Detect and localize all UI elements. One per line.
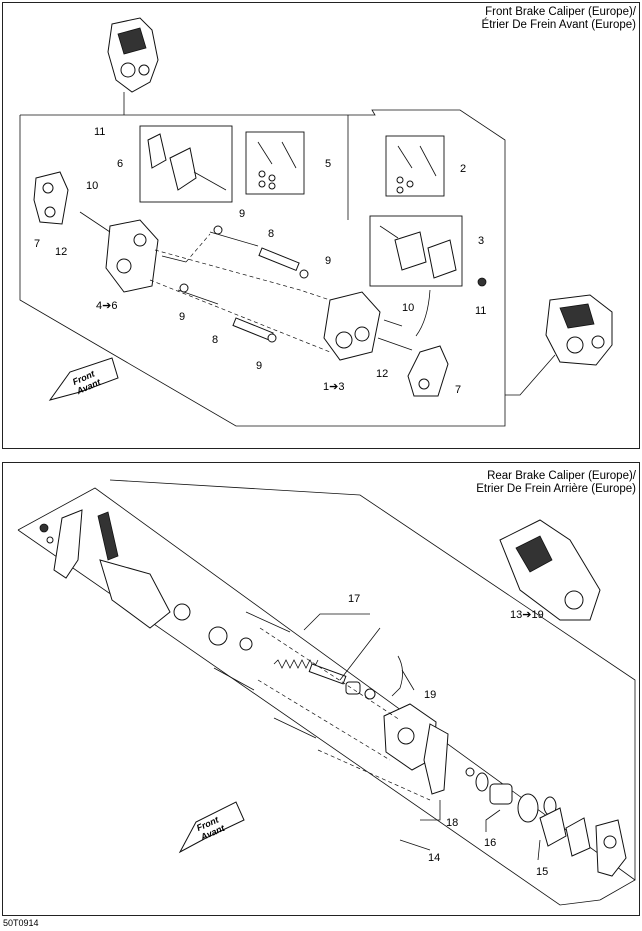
callout-4-to-6: 4➔6	[96, 300, 118, 312]
callout-14: 14	[428, 852, 441, 864]
front-title-line-2: Étrier De Frein Avant (Europe)	[481, 19, 636, 31]
rear-title-line-1: Rear Brake Caliper (Europe)/	[487, 470, 636, 482]
callout-5: 5	[325, 158, 332, 170]
rear-caliper-thumbnail	[499, 519, 601, 621]
callout-2: 2	[460, 163, 467, 175]
front-caliper-right-thumbnail	[545, 294, 613, 366]
rear-brake-caliper-panel	[2, 462, 640, 916]
callout-11: 11	[94, 126, 106, 138]
rear-title-line-2: Etrier De Frein Arrière (Europe)	[476, 483, 636, 495]
rear-caliper-body	[383, 703, 449, 795]
callout-9: 9	[325, 255, 332, 267]
rear-panel-title: Rear Brake Caliper (Europe)/ Etrier De F…	[476, 470, 636, 496]
callout-12: 12	[55, 246, 68, 258]
return-spring	[273, 659, 319, 669]
rear-brake-pads	[539, 807, 591, 857]
front-panel-title: Front Brake Caliper (Europe)/ Étrier De …	[482, 6, 636, 32]
rear-master-cylinder	[39, 509, 253, 651]
callout-8: 8	[268, 228, 275, 240]
callout-3: 3	[478, 235, 485, 247]
callout-9: 9	[256, 360, 263, 372]
callout-15: 15	[536, 866, 549, 878]
pin-kit-box-5	[245, 131, 305, 195]
pad-kit-box-3	[369, 215, 463, 287]
callout-1-to-3: 1➔3	[323, 381, 345, 393]
callout-13-to-19: 13➔19	[510, 609, 544, 621]
piston-seals	[465, 767, 557, 823]
callout-11: 11	[475, 305, 487, 317]
callout-8: 8	[212, 334, 219, 346]
callout-16: 16	[484, 837, 497, 849]
front-caliper-thumbnail	[107, 17, 159, 115]
caliper-bracket-left	[33, 171, 69, 225]
callout-10: 10	[86, 180, 99, 192]
callout-7: 7	[34, 238, 41, 250]
callout-18: 18	[446, 817, 459, 829]
caliper-body-left	[79, 211, 187, 293]
callout-7: 7	[455, 384, 462, 396]
callout-17: 17	[348, 593, 361, 605]
guide-pins	[177, 225, 309, 343]
rear-assembly-outline	[17, 479, 636, 906]
callout-19: 19	[424, 689, 437, 701]
caliper-body-right	[323, 291, 413, 361]
callout-12: 12	[376, 368, 389, 380]
pad-kit-box-6	[139, 125, 233, 203]
rear-front-direction-arrow	[178, 801, 245, 854]
pin-kit-box-2	[385, 135, 445, 197]
callout-9: 9	[239, 208, 246, 220]
front-assembly-outline	[19, 109, 556, 427]
callout-6: 6	[117, 158, 124, 170]
callout-9: 9	[179, 311, 186, 323]
figure-code: 50T0914	[3, 918, 39, 928]
front-title-line-1: Front Brake Caliper (Europe)/	[485, 6, 636, 18]
front-brake-caliper-panel	[2, 2, 640, 449]
callout-10: 10	[402, 302, 415, 314]
caliper-bracket-right	[407, 345, 449, 397]
front-direction-arrow	[48, 357, 119, 401]
